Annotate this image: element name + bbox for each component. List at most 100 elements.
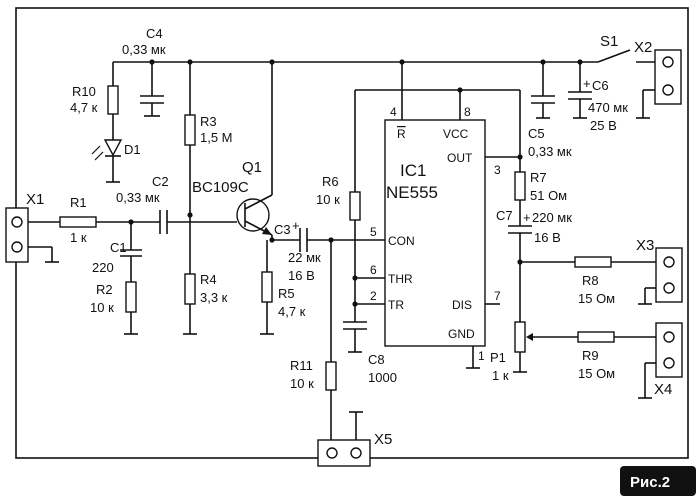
r1-ref: R1 bbox=[70, 195, 87, 210]
r4-ref: R4 bbox=[200, 272, 217, 287]
pin-reset-num: 4 bbox=[390, 105, 397, 119]
r7-ref: R7 bbox=[530, 170, 547, 185]
c5-value: 0,33 мк bbox=[528, 144, 572, 159]
potentiometer-p1: P1 1 к bbox=[490, 321, 578, 383]
x5-ref: X5 bbox=[374, 431, 392, 448]
resistor-r11: R11 10 к bbox=[290, 240, 337, 440]
pin-gnd-num: 1 bbox=[478, 349, 485, 363]
svg-text:+: + bbox=[523, 210, 531, 225]
ic1-ref: IC1 bbox=[400, 161, 426, 180]
pin-vcc-name: VCC bbox=[443, 127, 469, 141]
r1-value: 1 к bbox=[70, 230, 87, 245]
r8-value: 15 Ом bbox=[578, 291, 615, 306]
resistor-r4: R4 3,3 к bbox=[183, 222, 228, 335]
c6-ref: C6 bbox=[592, 78, 609, 93]
capacitor-c2: C2 0,33 мк bbox=[116, 174, 237, 234]
r2-value: 10 к bbox=[90, 300, 114, 315]
c3-ref: C3 bbox=[274, 222, 291, 237]
r6-value: 10 к bbox=[316, 192, 340, 207]
r10-ref: R10 bbox=[72, 84, 96, 99]
x4-ref: X4 bbox=[654, 381, 672, 398]
pin-out-num: 3 bbox=[494, 163, 501, 177]
connector-x4: X4 bbox=[638, 322, 683, 399]
q1-value: BC109C bbox=[192, 179, 249, 196]
connector-x5: X5 bbox=[317, 411, 392, 467]
pin-out-name: OUT bbox=[447, 151, 473, 165]
capacitor-c7: + C7 220 мк 16 В bbox=[496, 208, 572, 322]
c3-value: 22 мк bbox=[288, 250, 321, 265]
pin-reset-name: R bbox=[397, 127, 406, 141]
c7-voltage: 16 В bbox=[534, 230, 561, 245]
c2-ref: C2 bbox=[152, 174, 169, 189]
transistor-q1: Q1 BC109C bbox=[192, 62, 273, 240]
r7-value: 51 Ом bbox=[530, 188, 567, 203]
connector-x1: X1 bbox=[5, 191, 60, 263]
r8-ref: R8 bbox=[582, 273, 599, 288]
resistor-r3: R3 1,5 М bbox=[184, 62, 233, 218]
c7-value: 220 мк bbox=[532, 210, 572, 225]
r11-value: 10 к bbox=[290, 376, 314, 391]
resistor-r6: R6 10 к bbox=[316, 89, 520, 322]
r6-ref: R6 bbox=[322, 174, 339, 189]
x1-ref: X1 bbox=[26, 191, 44, 208]
resistor-r7: R7 51 Ом bbox=[514, 90, 567, 226]
pin-dis-name: DIS bbox=[452, 298, 472, 312]
s1-ref: S1 bbox=[600, 33, 618, 50]
c1-value: 220 bbox=[92, 260, 114, 275]
capacitor-c5: C5 0,33 мк bbox=[528, 62, 572, 159]
x3-ref: X3 bbox=[636, 237, 654, 254]
p1-value: 1 к bbox=[492, 368, 509, 383]
r5-ref: R5 bbox=[278, 286, 295, 301]
c6-value: 470 мк bbox=[588, 100, 628, 115]
c3-voltage: 16 В bbox=[288, 268, 315, 283]
resistor-r10: R10 4,7 к bbox=[70, 62, 119, 140]
r9-value: 15 Ом bbox=[578, 366, 615, 381]
c6-voltage: 25 В bbox=[590, 118, 617, 133]
pin-dis-num: 7 bbox=[494, 289, 501, 303]
capacitor-c6: + C6 470 мк 25 В bbox=[568, 62, 628, 133]
capacitor-c3: + C3 22 мк 16 В bbox=[269, 218, 385, 283]
svg-text:+: + bbox=[292, 218, 300, 233]
figure-label-text: Рис.2 bbox=[630, 474, 670, 491]
r9-ref: R9 bbox=[582, 348, 599, 363]
r3-value: 1,5 М bbox=[200, 130, 233, 145]
c7-ref: C7 bbox=[496, 208, 513, 223]
c1-ref: C1 bbox=[110, 240, 127, 255]
pin-thr-num: 6 bbox=[370, 263, 377, 277]
capacitor-c8: C8 1000 bbox=[343, 321, 397, 385]
resistor-r1: R1 1 к bbox=[59, 195, 160, 245]
pin-vcc-num: 8 bbox=[464, 105, 471, 119]
pin-thr-name: THR bbox=[388, 272, 413, 286]
c2-value: 0,33 мк bbox=[116, 190, 160, 205]
switch-s1: S1 bbox=[597, 33, 655, 63]
pin-con-name: CON bbox=[388, 234, 415, 248]
pin-gnd-name: GND bbox=[448, 327, 475, 341]
pin-tr-name: TR bbox=[388, 298, 404, 312]
r10-value: 4,7 к bbox=[70, 100, 98, 115]
pin-tr-num: 2 bbox=[370, 289, 377, 303]
ic1-value: NE555 bbox=[386, 183, 438, 202]
r4-value: 3,3 к bbox=[200, 290, 228, 305]
q1-ref: Q1 bbox=[242, 159, 262, 176]
supply-rail bbox=[113, 59, 598, 65]
pin-con-num: 5 bbox=[370, 225, 377, 239]
c4-value: 0,33 мк bbox=[122, 42, 166, 57]
resistor-r2: R2 10 к bbox=[90, 281, 138, 335]
c8-ref: C8 bbox=[368, 352, 385, 367]
r3-ref: R3 bbox=[200, 114, 217, 129]
c5-ref: C5 bbox=[528, 126, 545, 141]
c8-value: 1000 bbox=[368, 370, 397, 385]
r11-ref: R11 bbox=[290, 358, 313, 373]
connector-x3: X3 bbox=[636, 237, 683, 305]
connector-x2: X2 bbox=[634, 39, 682, 119]
led-d1: D1 bbox=[91, 139, 141, 183]
r2-ref: R2 bbox=[96, 282, 113, 297]
capacitor-c4: C4 0,33 мк bbox=[122, 26, 166, 117]
p1-ref: P1 bbox=[490, 350, 506, 365]
figure-label: Рис.2 bbox=[620, 466, 696, 496]
resistor-r9: R9 15 Ом bbox=[577, 331, 667, 381]
d1-ref: D1 bbox=[124, 142, 141, 157]
capacitor-c1: C1 220 bbox=[92, 222, 142, 282]
ic-ne555: IC1 NE555 4 R 8 VCC 3 OUT 5 CON 6 THR 2 … bbox=[370, 62, 520, 369]
